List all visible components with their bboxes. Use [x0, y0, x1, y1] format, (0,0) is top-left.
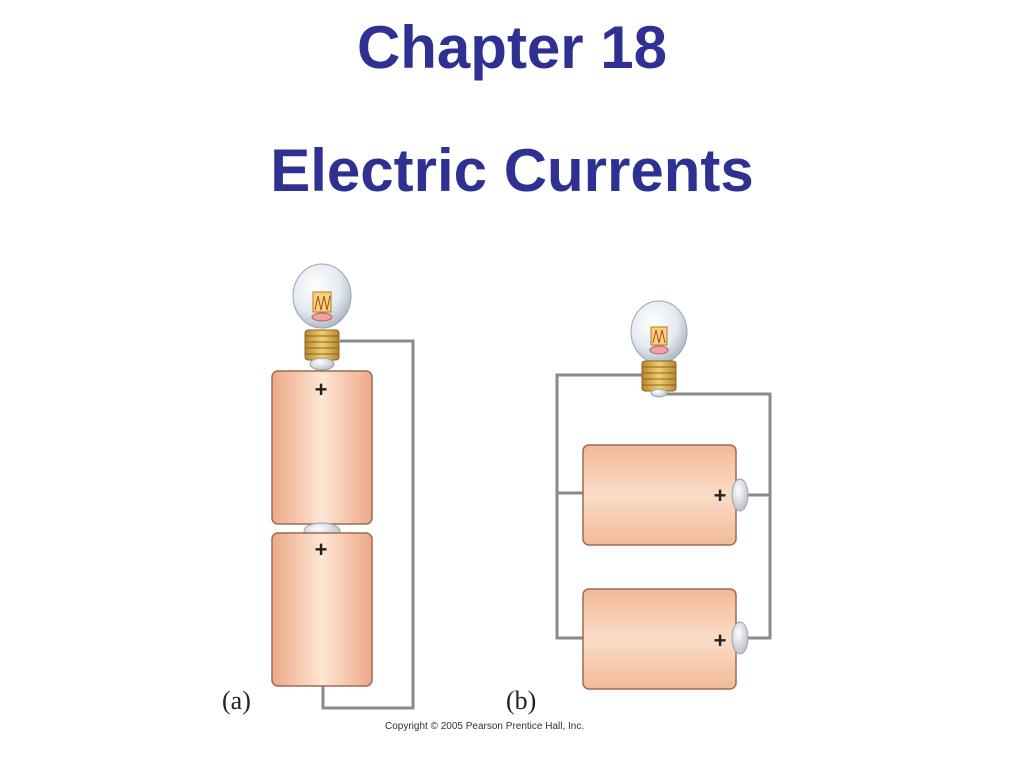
plus-sign: + [315, 377, 328, 402]
series-wire [321, 339, 415, 710]
figure-label-a: (a) [222, 686, 251, 715]
light-bulb-icon [630, 300, 688, 398]
parallel-wire-right [659, 392, 772, 640]
light-bulb-icon [292, 263, 352, 371]
plus-sign: + [714, 628, 727, 653]
plus-sign: + [315, 537, 328, 562]
chapter-title: Chapter 18 [356, 14, 668, 81]
battery-cell-icon [582, 444, 749, 546]
chapter-subtitle: Electric Currents [270, 137, 754, 204]
parallel-circuit: + + [555, 300, 772, 690]
battery-cell-icon [582, 588, 749, 690]
figure-label-b: (b) [506, 686, 537, 715]
plus-sign: + [714, 483, 727, 508]
copyright-notice: Copyright © 2005 Pearson Prentice Hall, … [385, 721, 585, 732]
parallel-wire-left [555, 373, 642, 640]
battery-cell-icon [271, 532, 373, 687]
series-circuit: + + [271, 263, 415, 710]
